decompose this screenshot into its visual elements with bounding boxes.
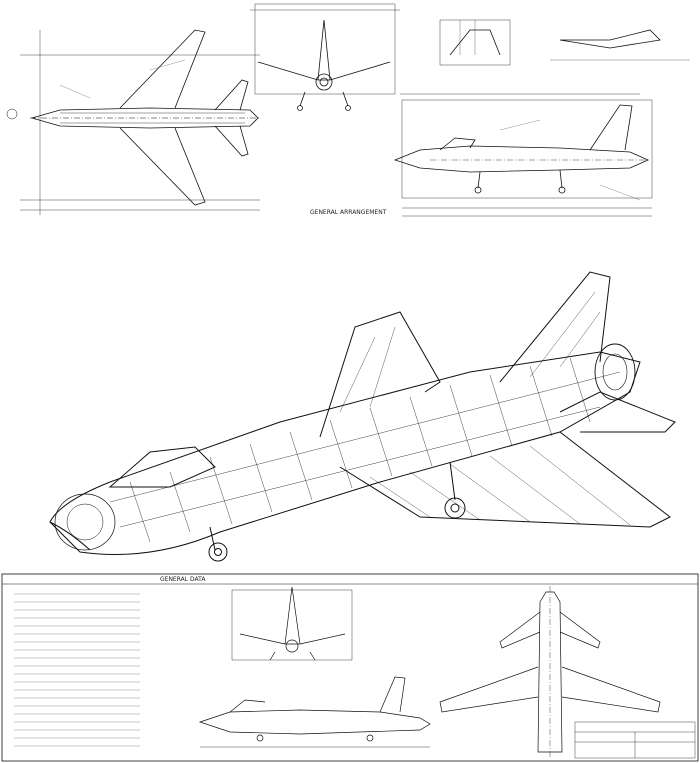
callout-marks bbox=[59, 59, 641, 201]
nose-gear-wheel bbox=[208, 542, 228, 562]
horizontal-stabilizer bbox=[559, 391, 676, 433]
general-data-sheet: GENERAL DATA bbox=[0, 572, 700, 763]
front-view bbox=[250, 3, 400, 111]
data-table bbox=[14, 593, 140, 747]
general-data-drawing: GENERAL DATA bbox=[1, 573, 699, 762]
main-gear-wheel bbox=[444, 497, 466, 519]
general-arrangement-sheet: GENERAL ARRANGEMENT bbox=[0, 0, 700, 232]
plan-view bbox=[6, 29, 260, 215]
cutaway-illustration bbox=[0, 232, 700, 572]
plan-view-bottom bbox=[439, 586, 661, 757]
vertical-tail bbox=[499, 271, 611, 383]
front-view-bottom bbox=[231, 586, 353, 661]
lower-wing bbox=[339, 431, 671, 528]
general-arrangement-drawing: GENERAL ARRANGEMENT bbox=[6, 3, 690, 217]
cutaway-drawing bbox=[49, 271, 676, 562]
canopy bbox=[108, 446, 216, 488]
general-data-header: GENERAL DATA bbox=[160, 576, 206, 583]
general-arrangement-caption: GENERAL ARRANGEMENT bbox=[310, 209, 387, 216]
upper-wing bbox=[319, 311, 441, 438]
fuselage-outline bbox=[49, 351, 641, 555]
side-view-bottom bbox=[198, 676, 431, 748]
detail-views bbox=[439, 19, 690, 66]
side-view bbox=[393, 93, 653, 217]
title-block bbox=[574, 721, 696, 759]
